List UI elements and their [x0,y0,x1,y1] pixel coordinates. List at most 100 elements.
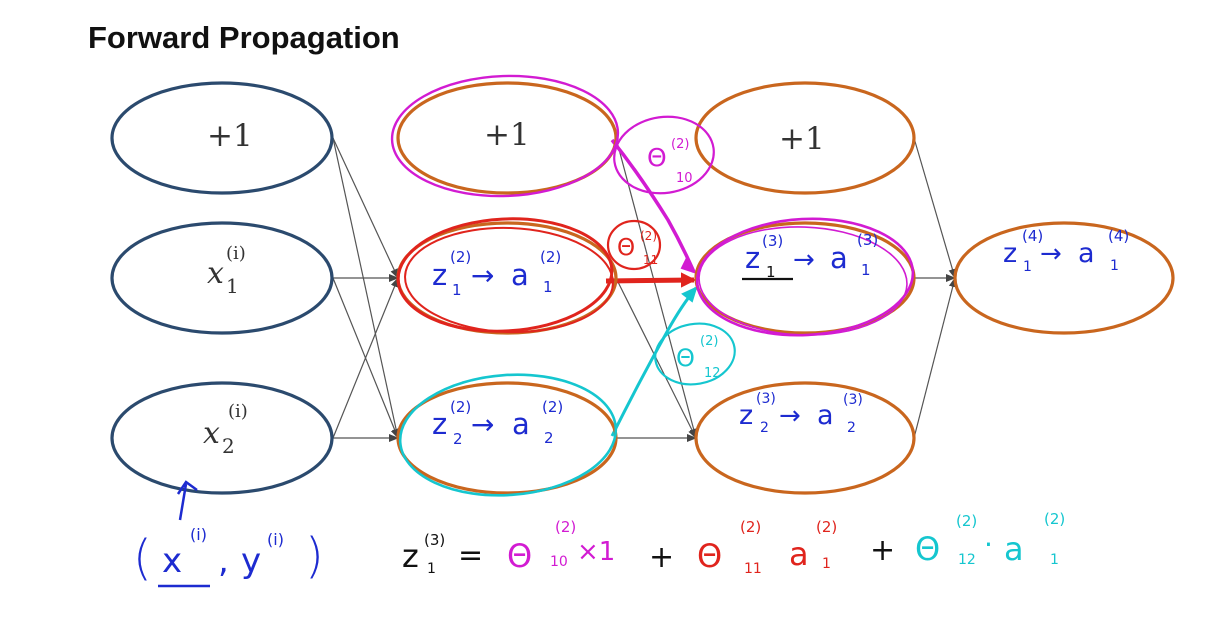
svg-text:z: z [1003,238,1017,269]
edge-bias1-a22 [332,137,401,439]
svg-text:→: → [793,245,815,275]
magenta-circle-l3-unit1 [695,217,915,337]
edge-bias3-a41 [913,137,957,279]
svg-text:(2): (2) [700,334,718,349]
label-x2-base: x [203,416,220,451]
svg-text:a: a [512,407,530,441]
svg-text:×1: ×1 [577,537,615,567]
svg-text:(2): (2) [542,398,563,416]
input-layer [110,81,334,495]
eq-term3: Θ (2) 12 · a (2) 1 [915,510,1065,568]
svg-text:Θ: Θ [676,344,695,372]
svg-text:1: 1 [822,556,831,572]
svg-text:(2): (2) [671,137,689,152]
svg-text:z: z [432,258,447,292]
svg-text:·: · [984,528,993,561]
node-l2-unit2 [396,381,618,495]
training-example: ( x (i) , y (i) ) [133,480,324,588]
red-circle-l2-unit1 [396,217,614,333]
svg-text:(2): (2) [956,512,977,530]
svg-text:11: 11 [643,253,658,267]
svg-text:1: 1 [427,561,436,577]
equation: z (3) 1 = Θ (2) 10 ×1 + Θ (2) 11 a (2) 1… [402,510,1065,577]
svg-text:2: 2 [453,430,463,448]
label-l2-bias: +1 [484,117,530,153]
svg-text:(2): (2) [555,518,576,536]
eq-lhs: z [402,537,419,575]
svg-text:2: 2 [760,420,769,436]
label-l2-unit2: z (2) 2 → a (2) 2 [432,398,563,448]
svg-text:Θ: Θ [915,530,940,568]
node-input-x2 [110,381,334,495]
label-x1-sub: 1 [226,274,239,298]
page-title: Forward Propagation [88,20,400,55]
svg-text:1: 1 [1050,552,1059,568]
svg-text:Θ: Θ [647,143,667,172]
network-edges [332,137,957,442]
node-input-bias [110,81,334,195]
label-output-unit1: z (4) 1 → a (4) 1 [1003,227,1129,275]
svg-text:Θ: Θ [697,537,722,575]
svg-text:(2): (2) [816,518,837,536]
svg-text:a: a [789,535,809,573]
svg-text:12: 12 [704,366,721,381]
svg-text:(3): (3) [756,391,776,407]
svg-text:z: z [745,241,760,275]
label-l2-unit1: z (2) 1 → a (2) 1 [432,248,561,299]
node-output-unit1 [953,221,1175,335]
label-l3-unit1: z (3) 1 → a (3) 1 [745,231,878,281]
svg-text:(4): (4) [1022,227,1043,245]
svg-text:1: 1 [861,261,871,279]
label-l3-unit2: z (3) 2 → a (3) 2 [739,391,863,436]
svg-text:z: z [739,400,753,431]
svg-text:10: 10 [550,554,568,570]
svg-text:→: → [471,408,494,441]
svg-text:10: 10 [676,171,693,186]
svg-text:a: a [817,400,834,431]
svg-text:2: 2 [544,429,554,447]
magenta-circle-l2-bias [390,74,620,198]
node-input-x1 [110,221,334,335]
svg-text:y: y [241,541,261,581]
eq-term2: Θ (2) 11 a (2) 1 [697,518,837,577]
svg-text:(3): (3) [762,232,783,250]
svg-text:→: → [779,401,801,431]
svg-text:1: 1 [543,278,553,296]
svg-text:(2): (2) [1044,510,1065,528]
svg-text:(2): (2) [640,229,657,243]
edge-x2-a21 [332,277,399,439]
label-input-bias: +1 [207,118,253,154]
svg-text:(3): (3) [857,231,878,249]
svg-text:a: a [1078,238,1095,269]
svg-text:z: z [432,407,447,441]
svg-text:→: → [471,259,494,292]
svg-text:→: → [1040,239,1062,269]
highlighted-edges [605,138,698,437]
svg-text:,: , [218,541,229,581]
svg-text:2: 2 [847,420,856,436]
label-x2-sub: 2 [222,434,235,458]
svg-text:1: 1 [766,263,776,281]
eq-plus2: + [870,533,895,568]
weight-label-magenta: Θ (2) 10 [613,115,715,195]
node-l3-unit2 [694,381,916,495]
label-x1-sup: (i) [226,243,246,264]
svg-text:(3): (3) [424,531,445,549]
node-labels: +1 x 1 (i) x 2 (i) +1 z (2) 1 → a (2) 1 … [203,117,1129,458]
weight-label-red: Θ (2) 11 [606,219,662,271]
label-x1-base: x [207,256,224,291]
cyan-circle-l2-unit2 [398,373,618,497]
svg-text:(2): (2) [450,248,471,266]
svg-text:12: 12 [958,552,976,568]
svg-text:a: a [511,258,529,292]
svg-text:): ) [305,528,324,584]
svg-text:x: x [162,541,182,581]
eq-equals: = [458,538,483,573]
edge-bias2-a32 [615,137,698,439]
svg-text:(2): (2) [540,248,561,266]
edge-red-a21-a31 [605,277,695,284]
svg-text:Θ: Θ [507,537,532,575]
svg-text:(2): (2) [740,518,761,536]
label-l3-bias: +1 [779,121,825,157]
